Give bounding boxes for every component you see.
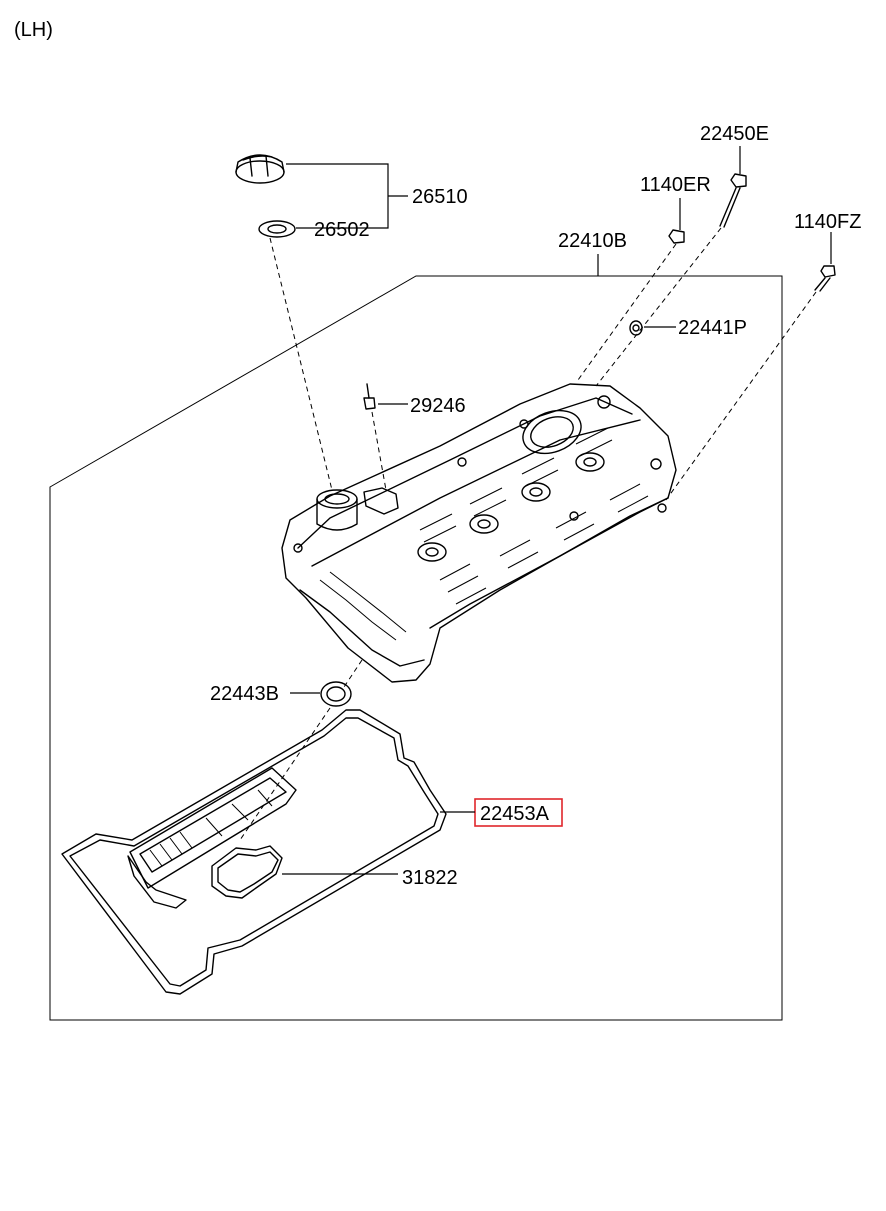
bolt-29246	[363, 383, 376, 410]
leader-26510	[286, 163, 408, 229]
guide-1140er	[577, 243, 677, 381]
bolt-22450e	[719, 173, 747, 228]
guide-seal-to-gasket	[239, 707, 331, 841]
label-31822: 31822	[402, 867, 458, 889]
label-22441p: 22441P	[678, 317, 747, 339]
assembly-frame	[49, 275, 783, 1021]
label-26510: 26510	[412, 186, 468, 208]
label-22450e: 22450E	[700, 123, 769, 145]
label-1140er: 1140ER	[640, 174, 711, 196]
oil-cap-seal	[258, 220, 296, 238]
oil-filler-cap	[235, 154, 285, 184]
label-29246: 29246	[410, 395, 466, 417]
guide-oil-cap	[269, 237, 333, 491]
guide-29246	[371, 411, 387, 491]
side-label: (LH)	[14, 19, 53, 41]
cylinder-head-cover	[281, 383, 677, 683]
label-1140fz: 1140FZ	[794, 211, 861, 233]
guide-cover-to-seal	[341, 659, 363, 691]
gasket-22453a	[61, 709, 447, 995]
label-26502: 26502	[314, 219, 370, 241]
guide-1140fz	[665, 291, 817, 501]
bolt-1140fz	[814, 265, 836, 292]
seal-22443b	[320, 681, 352, 707]
grommet-22441p	[629, 320, 643, 336]
guide-22450e	[595, 227, 722, 387]
label-22443b: 22443B	[210, 683, 279, 705]
label-22410b: 22410B	[558, 230, 627, 252]
bolt-1140er	[668, 229, 685, 244]
gasket-31822	[211, 845, 283, 899]
label-22453a[interactable]: 22453A	[480, 803, 550, 825]
